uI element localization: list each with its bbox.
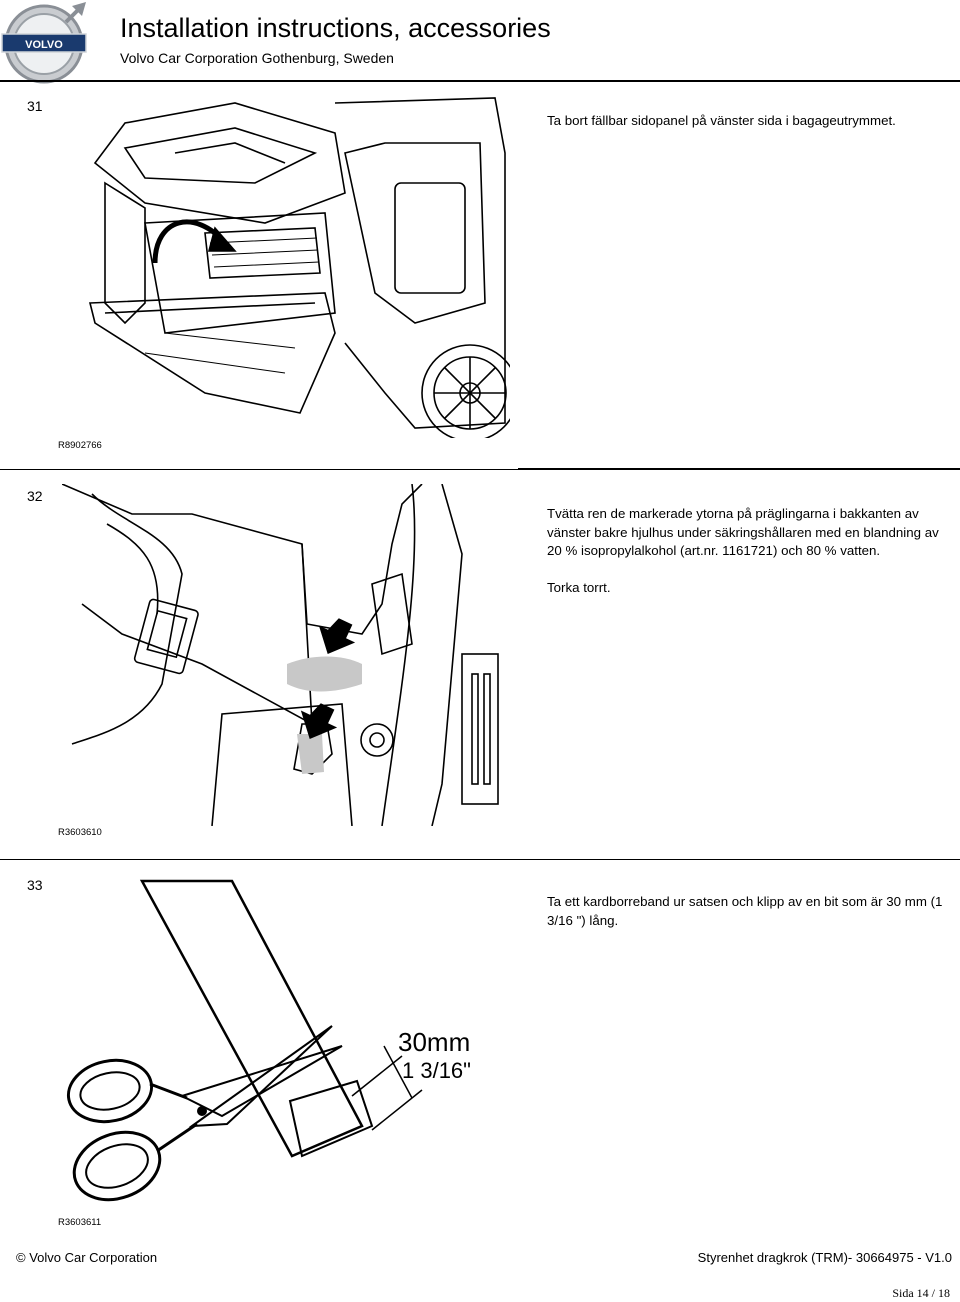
step-31-text: Ta bort fällbar sidopanel på vänster sid… (547, 112, 952, 149)
step-31-divider (0, 469, 960, 470)
step-31-number: 31 (27, 98, 43, 114)
dimension-inch-label: 1 3/16" (402, 1058, 471, 1083)
step-32-text: Tvätta ren de markerade ytorna på prägli… (547, 505, 952, 615)
car-trunk-illustration (85, 93, 510, 438)
step-31-reference: R8902766 (58, 440, 102, 451)
step-32-number: 32 (27, 488, 43, 504)
logo-text: VOLVO (25, 39, 63, 51)
step-32-paragraph: Tvätta ren de markerade ytorna på prägli… (547, 506, 939, 558)
step-32-paragraph: Torka torrt. (547, 579, 611, 595)
wheelhouse-illustration (62, 484, 510, 826)
scissors-illustration: 30mm 1 3/16" (62, 866, 502, 1216)
step-33-reference: R3603611 (58, 1217, 102, 1228)
step-31-divider-thick (518, 468, 960, 470)
step-33-number: 33 (27, 877, 43, 893)
footer-copyright: © Volvo Car Corporation (16, 1250, 158, 1265)
page-number: Sida 14 / 18 (892, 1286, 950, 1300)
volvo-logo: VOLVO (0, 0, 92, 92)
dimension-mm-label: 30mm (398, 1027, 470, 1057)
footer-document-id: Styrenhet dragkrok (TRM)- 30664975 - V1.… (697, 1250, 952, 1265)
step-33-paragraph: Ta ett kardborreband ur satsen och klipp… (547, 894, 943, 928)
step-32-divider (0, 859, 960, 860)
header-divider (0, 80, 960, 82)
step-32-reference: R3603610 (58, 827, 102, 838)
page-subtitle: Volvo Car Corporation Gothenburg, Sweden (120, 50, 394, 66)
page-title: Installation instructions, accessories (120, 13, 551, 43)
step-33-text: Ta ett kardborreband ur satsen och klipp… (547, 893, 952, 948)
step-31-paragraph: Ta bort fällbar sidopanel på vänster sid… (547, 113, 896, 128)
